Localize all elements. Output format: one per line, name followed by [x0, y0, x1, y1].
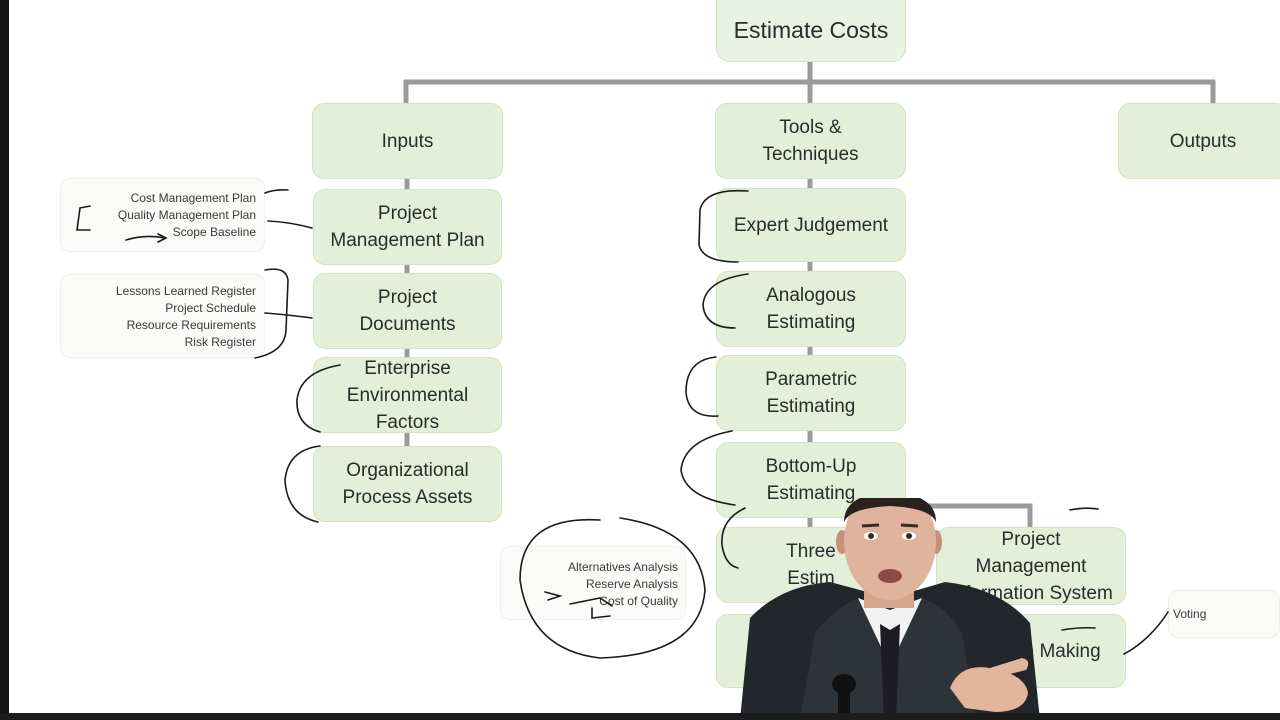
tool-item-label: Expert Judgement — [733, 214, 889, 236]
callout-line: Cost Management Plan — [130, 191, 256, 205]
callout-line: Reserve Analysis — [585, 577, 678, 591]
callout-line: Project Schedule — [165, 301, 256, 315]
tools-header: Tools & Techniques — [715, 103, 906, 179]
callout-line: Alternatives Analysis — [567, 560, 678, 574]
tool-item-parametric: Parametric Estimating — [716, 355, 906, 431]
root-node: Estimate Costs — [716, 0, 906, 62]
callout-decision-making: Voting — [1168, 590, 1280, 638]
callout-line: Risk Register — [184, 335, 256, 349]
tool-item-analogous: Analogous Estimating — [716, 271, 906, 347]
callout-line: Resource Requirements — [126, 318, 256, 332]
callout-line: Voting — [1173, 607, 1207, 621]
input-item-opa: Organizational Process Assets — [313, 446, 502, 522]
input-item-label: Project Management Plan — [330, 203, 485, 251]
callout-line: Scope Baseline — [172, 225, 256, 239]
callout-line: Quality Management Plan — [117, 208, 256, 222]
tool-item-label: Bottom-Up Estimating — [765, 456, 857, 504]
tool-item-label: Analogous Estimating — [766, 285, 856, 333]
input-item-label: Project Documents — [359, 287, 456, 335]
bottom-frame-bar — [0, 713, 1280, 720]
input-item-label: Enterprise Environmental Factors — [346, 357, 469, 433]
input-item-project-documents: Project Documents — [313, 273, 502, 349]
outputs-header-label: Outputs — [1169, 130, 1237, 152]
input-item-pm-plan: Project Management Plan — [313, 189, 502, 265]
tool-item-label: Parametric Estimating — [765, 369, 857, 417]
tools-header-label: Tools & Techniques — [762, 117, 859, 165]
inputs-header: Inputs — [312, 103, 503, 179]
root-title: Estimate Costs — [733, 17, 889, 43]
tool-item-expert-judgement: Expert Judgement — [716, 188, 906, 262]
inputs-header-label: Inputs — [381, 130, 434, 152]
callout-project-documents: Lessons Learned Register Project Schedul… — [60, 274, 265, 358]
left-frame-bar — [0, 0, 9, 720]
callout-pm-plan: Cost Management Plan Quality Management … — [60, 178, 265, 252]
input-item-eef: Enterprise Environmental Factors — [313, 357, 502, 433]
input-item-label: Organizational Process Assets — [342, 460, 473, 508]
callout-data-analysis: Alternatives Analysis Reserve Analysis C… — [500, 546, 686, 620]
callout-line: Lessons Learned Register — [115, 284, 256, 298]
callout-line: Cost of Quality — [599, 594, 678, 608]
presenter-video-overlay — [740, 498, 1040, 720]
outputs-header: Outputs — [1118, 103, 1280, 179]
